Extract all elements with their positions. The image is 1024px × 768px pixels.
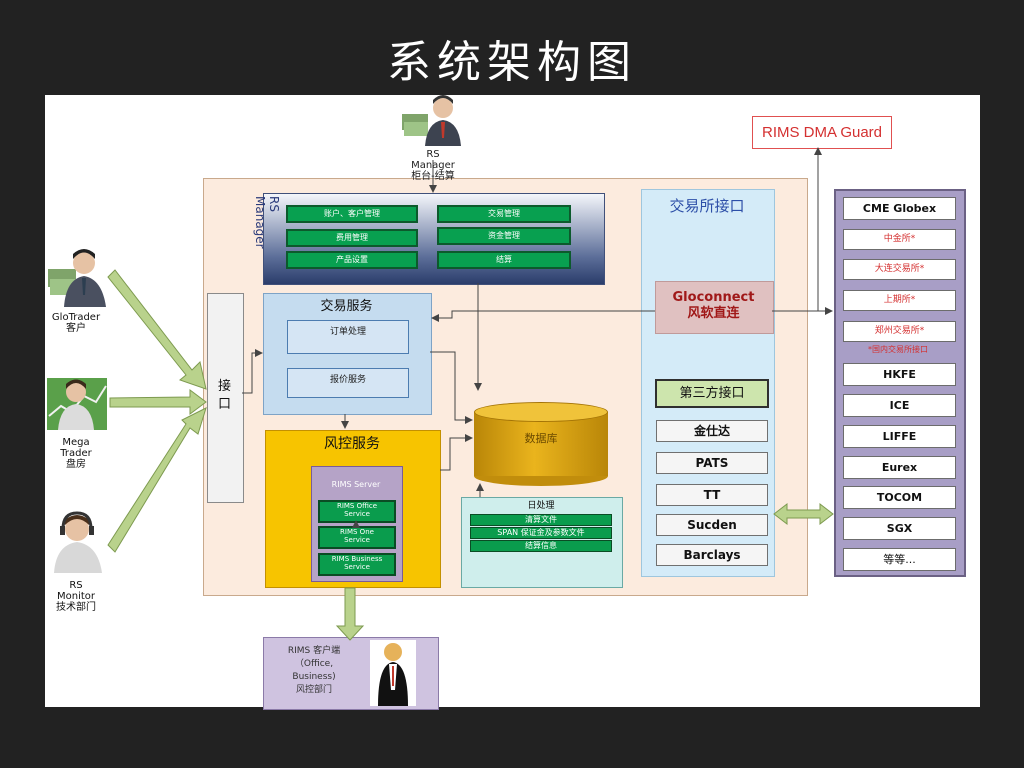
rs-manager-button: 产品设置 (286, 251, 418, 269)
interface-port-bar (207, 293, 244, 503)
mega-trader-person-icon (47, 378, 107, 430)
exchange-box: SGX (843, 517, 956, 540)
rs-manager-button: 资金管理 (437, 227, 571, 245)
rs-manager-button: 账户、客户管理 (286, 205, 418, 223)
rs-manager-button: 交易管理 (437, 205, 571, 223)
thin-connectors (242, 147, 833, 528)
exchange-box: 中金所* (843, 229, 956, 250)
exchange-box: HKFE (843, 363, 956, 386)
domestic-exchange-note: *国内交易所接口 (868, 345, 928, 354)
gloconnect-box (655, 281, 774, 334)
glotrader-person-icon (48, 249, 106, 307)
rims-client-label: RIMS 客户端（Office,Business)风控部门 (287, 646, 341, 695)
exchange-box: Eurex (843, 456, 956, 479)
third-party-interface-box: 第三方接口 (655, 379, 769, 408)
page-title: 系统架构图 (387, 37, 637, 88)
exchange-box: 大连交易所* (843, 259, 956, 280)
vendor-box: Sucden (656, 514, 768, 536)
database-label: 数据库 (524, 432, 558, 445)
rs-manager-person-icon (402, 95, 461, 146)
order-processing-box: 订单处理 (287, 320, 409, 354)
trade-service-title: 交易服务 (320, 299, 373, 314)
exchange-box: 上期所* (843, 290, 956, 311)
client-to-port-arrows (107, 269, 207, 553)
daily-item: 清算文件 (470, 514, 612, 526)
daily-item: SPAN 保证金及参数文件 (470, 527, 612, 539)
vendor-exchange-double-arrow (773, 502, 834, 526)
rs-manager-button: 结算 (437, 251, 571, 269)
vendor-box: PATS (656, 452, 768, 474)
vendor-box: 金仕达 (656, 420, 768, 442)
risk-to-client-arrow (335, 587, 365, 641)
exchange-box: LIFFE (843, 425, 956, 448)
risk-service-title: 风控服务 (324, 436, 380, 452)
vendor-box: Barclays (656, 544, 768, 566)
risk-officer-person-icon (370, 640, 416, 706)
exchange-box: 郑州交易所* (843, 321, 956, 342)
exchange-box: ICE (843, 394, 956, 417)
exchange-box: TOCOM (843, 486, 956, 509)
interface-port-label: 接口 (217, 379, 231, 412)
daily-processing-title: 日处理 (527, 501, 555, 511)
exchange-box: CME Globex (843, 197, 956, 220)
daily-item: 结算信息 (470, 540, 612, 552)
rims-dma-guard-box: RIMS DMA Guard (752, 116, 892, 149)
rs-manager-button: 费用管理 (286, 229, 418, 247)
rs-manager-panel-label: RS Manager (253, 196, 281, 249)
database-cylinder-top (474, 402, 608, 422)
exchange-box: 等等... (843, 548, 956, 571)
vendor-box: TT (656, 484, 768, 506)
rs-monitor-headset-person-icon (54, 511, 102, 573)
rims-server-label: RIMS Server (331, 480, 381, 489)
exchange-interface-title: 交易所接口 (669, 197, 745, 215)
database-cylinder (474, 412, 608, 476)
quote-service-box: 报价服务 (287, 368, 409, 398)
